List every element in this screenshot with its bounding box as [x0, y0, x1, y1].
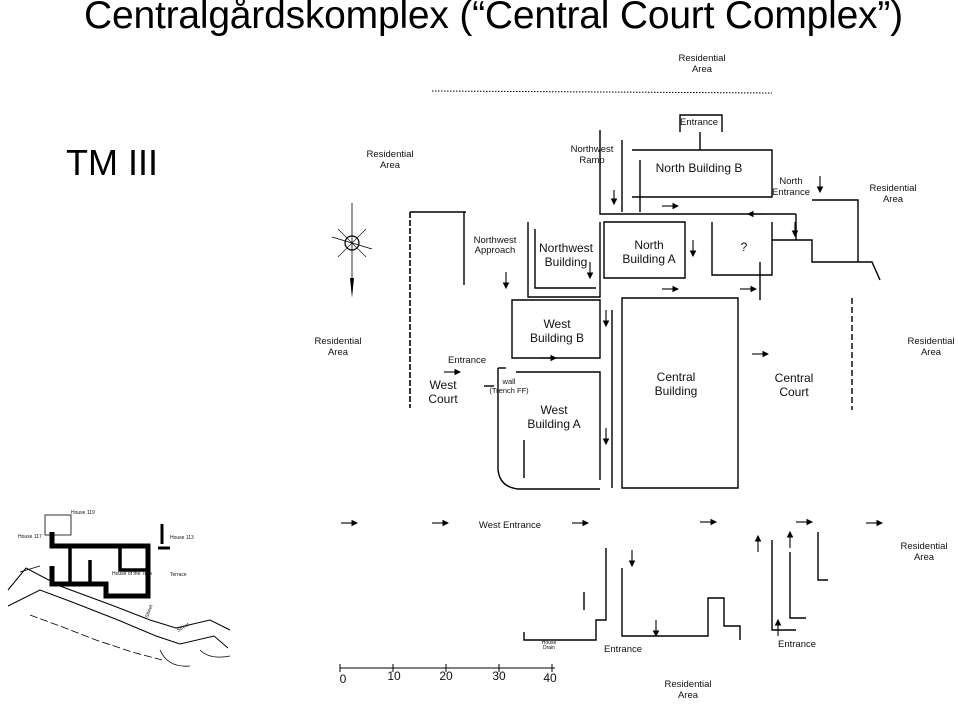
- scale-bar: 0 10 20 30 40: [339, 664, 557, 686]
- compass-rose-icon: [331, 203, 373, 298]
- scale-tick-label: 10: [387, 669, 401, 683]
- scale-tick-label: 30: [492, 669, 506, 683]
- label-wall-trench: wall(Trench FF): [489, 377, 529, 395]
- label-north-building-b: North Building B: [656, 161, 743, 175]
- inset-label-street: Street: [176, 622, 191, 634]
- inset-label-terrace: Terrace: [170, 572, 187, 578]
- scale-tick-label: 0: [340, 672, 347, 686]
- inset-label-street: Street: [144, 604, 154, 619]
- inset-label-house-117: House 117: [18, 534, 42, 540]
- slide-subtitle: TM III: [66, 142, 158, 183]
- inset-house-plan: House 119 House 117 House 113 House of t…: [7, 510, 231, 667]
- label-entrance-north: Entrance: [680, 117, 718, 128]
- scale-tick-label: 20: [439, 669, 453, 683]
- circulation-arrows: [341, 176, 884, 638]
- label-west-entrance: West Entrance: [479, 520, 541, 531]
- scale-tick-label: 40: [543, 671, 557, 685]
- inset-label-house-119: House 119: [71, 510, 95, 516]
- inset-label-house-113: House 113: [170, 535, 194, 541]
- label-entrance-west: Entrance: [448, 355, 486, 366]
- label-unknown-building: ?: [741, 240, 748, 254]
- dotted-boundary-line: [431, 90, 773, 94]
- slide-title: Centralgårdskomplex (“Central Court Comp…: [84, 0, 903, 37]
- inset-label-house-tiles: House of the Tiles: [112, 571, 153, 577]
- building-walls: [409, 114, 881, 641]
- label-entrance-southeast: Entrance: [778, 639, 816, 650]
- label-entrance-south: Entrance: [604, 644, 642, 655]
